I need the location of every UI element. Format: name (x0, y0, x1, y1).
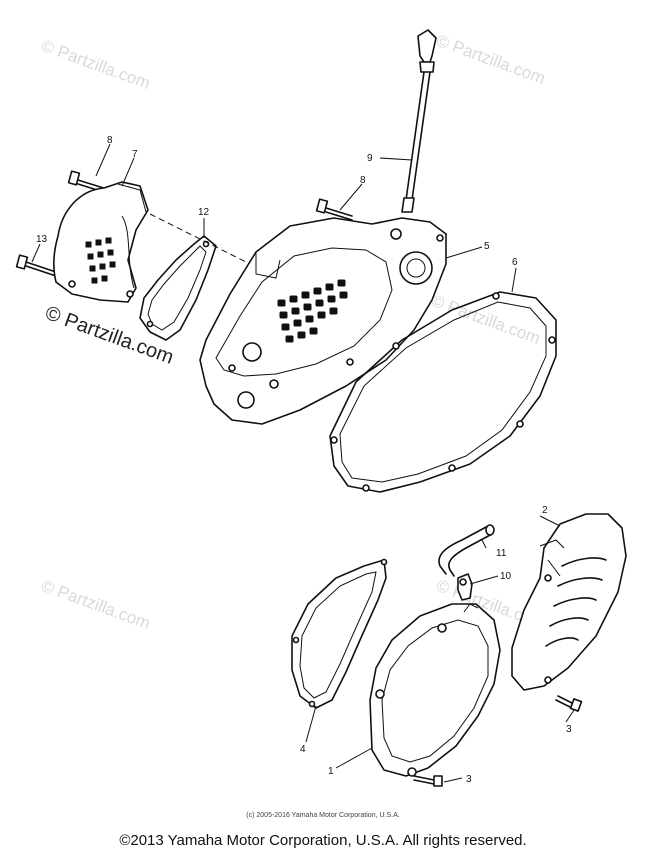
callout-3: 3 (566, 724, 572, 735)
callout-9: 9 (367, 153, 373, 164)
part-7-grille (85, 237, 116, 284)
part-3-screw-lower (413, 775, 443, 787)
part-13-bolt (15, 254, 57, 277)
callouts: 8 7 12 13 9 8 5 6 2 11 10 4 1 3 3 (36, 135, 572, 785)
callout-4: 4 (300, 744, 306, 755)
watermark: © Partzilla.com (39, 36, 153, 93)
callout-8: 8 (360, 175, 366, 186)
part-8-bolt-right (315, 198, 353, 221)
part-10-fitting (457, 573, 473, 601)
callout-7: 7 (132, 149, 138, 160)
part-5-crankcase-cover (199, 217, 447, 425)
part-7-small-cover (53, 181, 149, 303)
footer-copyright: ©2013 Yamaha Motor Corporation, U.S.A. A… (119, 832, 527, 849)
part-2-slots (545, 557, 607, 647)
part-12-gasket (139, 235, 217, 341)
callout-12: 12 (198, 207, 210, 218)
callout-6: 6 (512, 257, 518, 268)
part-11-hose (438, 524, 495, 577)
part-6-gasket (329, 291, 557, 493)
alignment-line (149, 213, 263, 271)
callout-13: 13 (36, 234, 48, 245)
part-2-side-cover (511, 513, 627, 691)
part-3-screw-right (555, 695, 583, 712)
watermark: © Partzilla.com (39, 576, 153, 633)
callout-3: 3 (466, 774, 472, 785)
callout-5: 5 (484, 241, 490, 252)
callout-1: 1 (328, 766, 334, 777)
leader-lines (31, 143, 575, 783)
part-9-rod (401, 29, 437, 213)
callout-2: 2 (542, 505, 548, 516)
watermark: © Partzilla.com (434, 31, 548, 88)
part-5-grille (277, 279, 348, 343)
callout-10: 10 (500, 571, 512, 582)
part-1-main-cover (369, 603, 501, 777)
part-4-gasket (291, 558, 388, 709)
watermark: © Partzilla.com (429, 291, 543, 348)
callout-8: 8 (107, 135, 113, 146)
diagram-copyright: (c) 2005-2016 Yamaha Motor Corporation, … (246, 812, 400, 819)
callout-11: 11 (496, 548, 507, 559)
